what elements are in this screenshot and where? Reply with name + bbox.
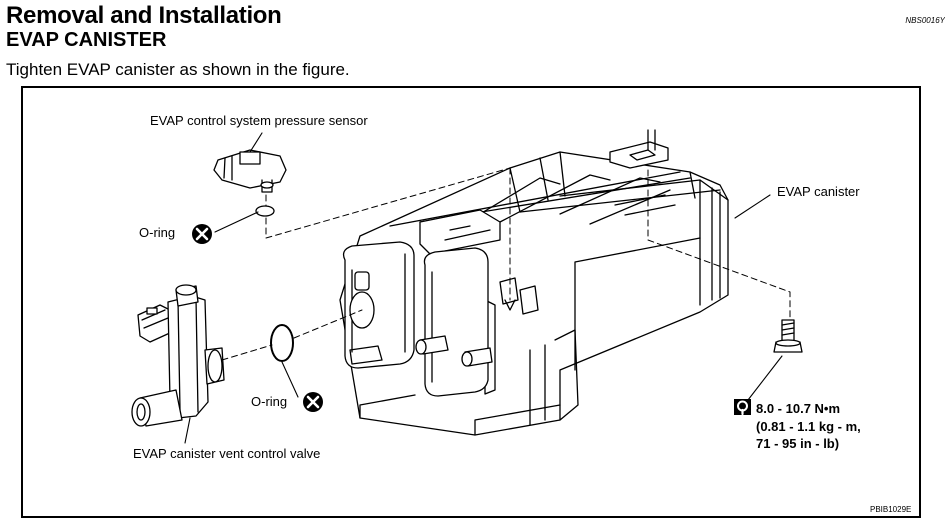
- instruction-text: Tighten EVAP canister as shown in the fi…: [6, 60, 350, 79]
- evap-canister-drawing: [339, 129, 729, 436]
- torque-spec-line-1: 8.0 - 10.7 N•m: [756, 401, 840, 416]
- o-ring-top-label: O-ring: [139, 225, 175, 240]
- section-subtitle: EVAP CANISTER: [6, 29, 167, 51]
- torque-spec-line-3: 71 - 95 in - lb): [756, 436, 839, 451]
- reference-code: NBS0016Y: [905, 16, 945, 25]
- pressure-sensor-drawing: [213, 149, 287, 193]
- page-title: Removal and Installation: [6, 2, 282, 29]
- evap-canister-label: EVAP canister: [777, 184, 860, 199]
- pressure-sensor-label: EVAP control system pressure sensor: [150, 113, 368, 128]
- figure-id: PBIB1029E: [870, 505, 911, 514]
- vent-control-valve-label: EVAP canister vent control valve: [133, 446, 320, 461]
- bolt-drawing: [773, 319, 803, 353]
- o-ring-bottom-drawing: [270, 324, 294, 362]
- do-not-reuse-icon: [192, 224, 212, 244]
- o-ring-top-drawing: [255, 205, 275, 217]
- do-not-reuse-icon: [303, 392, 323, 412]
- leader-lines: [184, 132, 783, 444]
- figure-frame: [21, 86, 921, 518]
- o-ring-bottom-label: O-ring: [251, 394, 287, 409]
- vent-control-valve-drawing: [131, 284, 225, 427]
- torque-spec-line-2: (0.81 - 1.1 kg - m,: [756, 419, 861, 434]
- assembly-lines: [221, 167, 791, 361]
- torque-wrench-icon: [734, 399, 751, 416]
